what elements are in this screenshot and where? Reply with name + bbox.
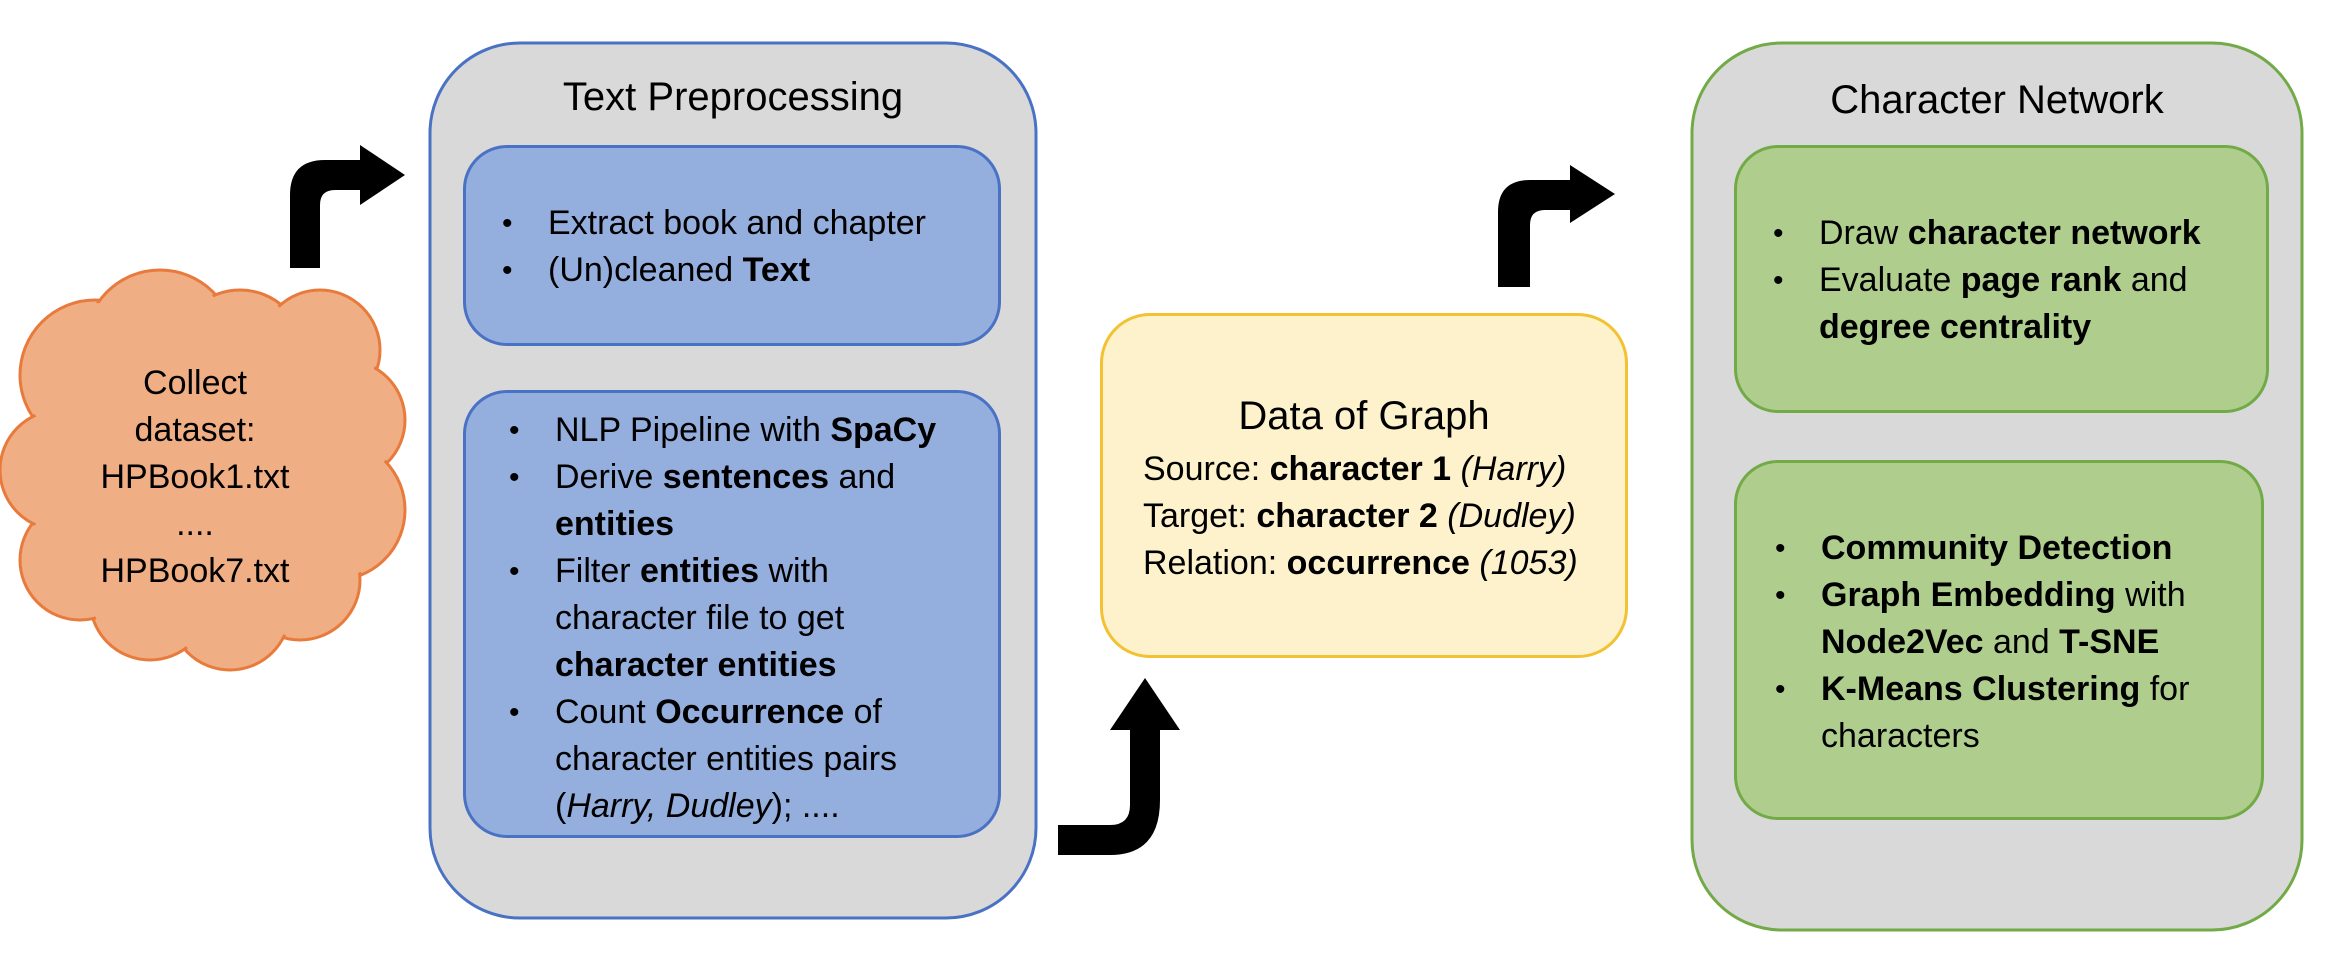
item-text: Draw xyxy=(1819,214,1908,252)
list-item: Draw character network xyxy=(1773,210,2253,257)
relation-label: Relation: xyxy=(1143,544,1287,582)
text-preprocessing-title: Text Preprocessing xyxy=(562,75,904,119)
list-item: K-Means Clustering for characters xyxy=(1775,666,2255,760)
network-box-1: Draw character network Evaluate page ran… xyxy=(1734,145,2269,413)
source-label: Source: xyxy=(1143,450,1270,488)
preprocessing-box-2: NLP Pipeline with SpaCy Derive sentences… xyxy=(463,390,1001,838)
item-text: characters xyxy=(1821,717,1980,755)
item-text: (Un)cleaned xyxy=(548,251,743,289)
cloud-line: HPBook1.txt xyxy=(100,458,290,496)
relation-row: Relation: occurrence (1053) xyxy=(1143,540,1623,587)
item-bold: degree centrality xyxy=(1819,308,2092,346)
item-text: of xyxy=(844,693,882,731)
item-bold: Community Detection xyxy=(1821,529,2173,567)
data-of-graph-title: Data of Graph xyxy=(1238,394,1490,438)
character-network-title: Character Network xyxy=(1830,78,2164,122)
list-item: Evaluate page rank and degree centrality xyxy=(1773,257,2253,351)
item-text: Evaluate xyxy=(1819,261,1961,299)
bent-arrow-1 xyxy=(290,145,405,268)
item-bold: entities xyxy=(555,505,675,543)
list-item: Count Occurrence of character entities pa… xyxy=(509,689,989,830)
item-text: and xyxy=(1983,623,2060,661)
source-example: (Harry) xyxy=(1451,450,1567,488)
item-bold: T-SNE xyxy=(2059,623,2160,661)
item-text: Derive xyxy=(555,458,663,496)
preprocessing-box-1: Extract book and chapter (Un)cleaned Tex… xyxy=(463,145,1001,346)
list-item: Derive sentences and entities xyxy=(509,454,989,548)
cloud-line: Collect xyxy=(143,364,247,402)
source-row: Source: character 1 (Harry) xyxy=(1143,446,1623,493)
target-value: character 2 xyxy=(1256,497,1438,535)
cloud-line: HPBook7.txt xyxy=(100,552,290,590)
item-bold: sentences xyxy=(662,458,830,496)
item-text: NLP Pipeline with xyxy=(555,411,831,449)
item-bold: entities xyxy=(640,552,760,590)
item-bold: Graph Embedding xyxy=(1821,576,2116,614)
item-text: Filter xyxy=(555,552,640,590)
target-label: Target: xyxy=(1143,497,1257,535)
item-text: and xyxy=(2121,261,2188,299)
cloud-fill-cover xyxy=(3,273,402,667)
bent-arrow-3 xyxy=(1498,165,1615,287)
item-text: Extract book and chapter xyxy=(548,204,927,242)
list-item: Extract book and chapter xyxy=(502,200,926,247)
target-example: (Dudley) xyxy=(1437,497,1576,535)
cloud-line: dataset: xyxy=(134,411,256,449)
item-text: with xyxy=(759,552,829,590)
item-text: character entities pairs xyxy=(555,740,898,778)
item-text: ); .... xyxy=(771,787,840,825)
item-text: ( xyxy=(555,787,567,825)
relation-example: (1053) xyxy=(1469,544,1578,582)
data-of-graph-box: Data of Graph Source: character 1 (Harry… xyxy=(1100,313,1628,658)
item-bold: character entities xyxy=(555,646,837,684)
list-item: (Un)cleaned Text xyxy=(502,247,926,294)
network-box-2: Community Detection Graph Embedding with… xyxy=(1734,460,2264,820)
item-bold: Text xyxy=(742,251,811,289)
item-text: character file to get xyxy=(555,599,845,637)
cloud-label: Collect dataset: HPBook1.txt .... HPBook… xyxy=(70,360,320,595)
item-bold: page rank xyxy=(1960,261,2122,299)
graph-fields: Source: character 1 (Harry) Target: char… xyxy=(1143,446,1623,587)
list-item: NLP Pipeline with SpaCy xyxy=(509,407,989,454)
list-item: Community Detection xyxy=(1775,525,2255,572)
item-bold: SpaCy xyxy=(830,411,937,449)
list-item: Filter entities with character file to ge… xyxy=(509,548,989,689)
relation-value: occurrence xyxy=(1286,544,1470,582)
target-row: Target: character 2 (Dudley) xyxy=(1143,493,1623,540)
item-text: with xyxy=(2115,576,2186,614)
item-italic: Harry, Dudley xyxy=(566,787,772,825)
cloud-line: .... xyxy=(176,505,214,543)
item-bold: K-Means Clustering xyxy=(1821,670,2141,708)
bent-arrow-2 xyxy=(1058,678,1180,855)
item-bold: Node2Vec xyxy=(1821,623,1984,661)
item-text: for xyxy=(2140,670,2190,708)
source-value: character 1 xyxy=(1269,450,1452,488)
item-text: and xyxy=(829,458,896,496)
item-text: Count xyxy=(555,693,656,731)
item-bold: character network xyxy=(1907,214,2201,252)
item-bold: Occurrence xyxy=(655,693,845,731)
